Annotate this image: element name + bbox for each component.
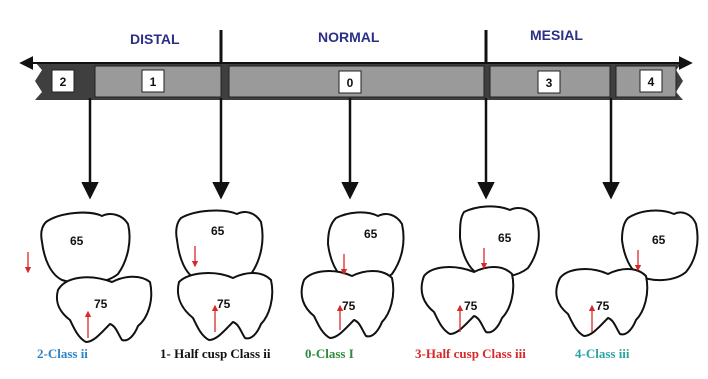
- scale-number-4: 4: [648, 75, 655, 89]
- scale-box-4: [639, 69, 663, 93]
- scale-number-2: 2: [60, 75, 67, 89]
- lower-molar-75: [56, 275, 153, 343]
- scale-number-1: 1: [150, 75, 157, 89]
- scale-number-3: 3: [546, 76, 553, 90]
- header-distal: DISTAL: [130, 31, 180, 47]
- tooth-label-75: 75: [342, 299, 356, 313]
- tooth-label-65: 65: [498, 231, 512, 245]
- upper-molar-65: [40, 211, 131, 285]
- upper-molar-65: [459, 205, 540, 279]
- tooth-label-75: 75: [464, 299, 478, 313]
- caption-class-0: 0-Class I: [305, 346, 354, 361]
- header-normal: NORMAL: [318, 29, 380, 45]
- scale-number-boxes: 2 1 0 3 4: [51, 69, 663, 94]
- upper-molar-65: [327, 211, 405, 285]
- tooth-label-65: 65: [364, 227, 378, 241]
- scale-box-0: [338, 70, 362, 94]
- tooth-pair-class-2: 65 75: [24, 211, 153, 343]
- scale-bar-break-right: [676, 62, 683, 100]
- caption-class-4: 4-Class iii: [575, 346, 630, 361]
- scale-box-1: [141, 69, 165, 93]
- tooth-label-75: 75: [217, 297, 231, 311]
- tooth-pair-class-0: 65 75: [300, 211, 405, 339]
- upper-molar-65: [621, 209, 699, 282]
- lower-molar-75: [555, 268, 649, 337]
- scale-number-0: 0: [347, 76, 354, 90]
- scale-box-2: [51, 69, 75, 93]
- tooth-pair-class-4: 65 75: [555, 209, 699, 337]
- tooth-label-75: 75: [94, 297, 108, 311]
- tooth-label-75: 75: [596, 299, 610, 313]
- lower-molar-75: [300, 270, 395, 339]
- header-mesial: MESIAL: [530, 27, 583, 43]
- scale-bar-break-left: [35, 62, 42, 100]
- scale-box-3: [537, 70, 561, 94]
- caption-class-2: 2-Class ii: [37, 346, 88, 361]
- tooth-label-65: 65: [70, 234, 84, 248]
- tooth-label-65: 65: [652, 233, 666, 247]
- tooth-pair-class-1: 65 75: [175, 209, 274, 341]
- tooth-pair-class-3: 65 75: [420, 205, 540, 335]
- lower-molar-75: [177, 272, 274, 341]
- caption-class-1: 1- Half cusp Class ii: [160, 346, 271, 361]
- tooth-label-65: 65: [211, 224, 225, 238]
- caption-class-3: 3-Half cusp Class iii: [415, 346, 526, 361]
